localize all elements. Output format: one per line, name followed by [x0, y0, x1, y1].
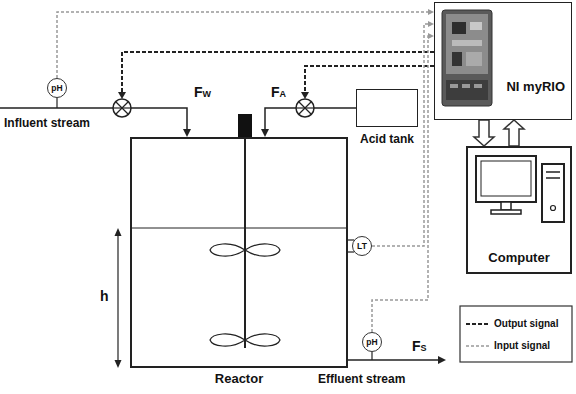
height-label: h [100, 288, 109, 304]
legend-frame [460, 306, 572, 362]
legend-text: Input signal [494, 340, 550, 351]
level-transmitter: LT [352, 236, 372, 256]
node-title: Reactor [215, 371, 263, 386]
stream-label: Effluent stream [318, 372, 405, 386]
hollow-arrow [474, 120, 494, 146]
pump-symbol [296, 99, 314, 117]
input-signal-line [372, 33, 434, 332]
computer-icon [476, 156, 564, 222]
node-title: Computer [488, 250, 549, 265]
sensor-tag: LT [357, 242, 367, 251]
flow-label: FW [194, 84, 211, 100]
influent-pipe [0, 98, 191, 137]
controller-box: NI myRIO [434, 2, 572, 120]
computer-box: Computer [466, 146, 572, 274]
reactor-vessel: Reactor [130, 137, 348, 368]
flow-label: FS [412, 338, 427, 354]
pump-symbol [113, 99, 131, 117]
input-signal-line [57, 9, 434, 78]
ph-sensor: pH [362, 332, 382, 352]
data-arrow [504, 120, 524, 146]
reactor-internals [130, 114, 348, 348]
legend-text: Output signal [494, 318, 558, 329]
connector-line [372, 36, 429, 332]
connector-line [57, 12, 429, 78]
data-arrow [474, 120, 494, 146]
arrow-head [261, 129, 269, 137]
flow-label: FA [271, 84, 286, 100]
height-arrow [115, 228, 122, 368]
ph-sensor: pH [47, 78, 67, 98]
node-title: NI myRIO [506, 79, 565, 94]
effluent-pipe [348, 352, 446, 364]
sensor-tag: pH [366, 338, 377, 347]
sensor-tag: pH [51, 84, 62, 93]
board-picture [442, 10, 492, 106]
stream-label: Influent stream [4, 116, 90, 130]
node-title: Acid tank [360, 132, 414, 146]
acid-tank: Acid tank [356, 89, 418, 127]
hollow-arrow [504, 120, 524, 146]
